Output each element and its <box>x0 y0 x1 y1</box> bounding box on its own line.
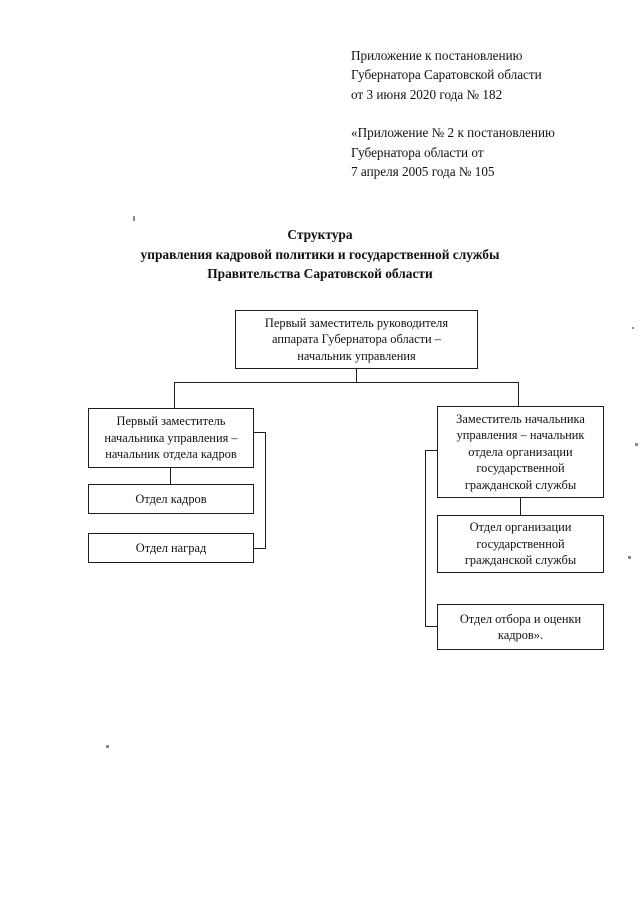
connector-right-bracket-top <box>425 450 437 451</box>
org-node-line: кадров». <box>497 628 544 642</box>
org-node-line: начальник отдела кадров <box>105 447 237 462</box>
scan-artifact <box>133 216 135 221</box>
scan-artifact <box>628 556 631 559</box>
connector-right-bracket-vertical <box>425 450 426 627</box>
org-node-line: Отдел организации <box>469 520 572 535</box>
header-line: Приложение к постановлению <box>351 48 523 63</box>
org-node-line: государственной <box>476 461 565 476</box>
page-title: Структура управления кадровой политики и… <box>0 225 640 284</box>
connector-left-bracket-vertical <box>265 432 266 549</box>
connector-left-head-to-department <box>170 468 171 484</box>
org-node-line: гражданской службы <box>464 477 577 492</box>
org-node-first-deputy-head-of-governor-staff: Первый заместитель руководителя аппарата… <box>235 310 478 369</box>
connector-drop-to-left-head <box>174 382 175 408</box>
org-node-line: отдела организации <box>468 444 573 459</box>
connector-right-head-to-department <box>520 498 521 515</box>
org-node-deputy-head-of-civil-service-division: Заместитель начальника управления – нача… <box>437 406 604 498</box>
connector-drop-to-right-head <box>518 382 519 406</box>
appendix-header-block: Приложение к постановлению Губернатора С… <box>351 46 621 181</box>
org-node-line: Первый заместитель руководителя <box>264 315 449 330</box>
org-node-civil-service-organization-division: Отдел организации государственной гражда… <box>437 515 604 573</box>
org-node-line: государственной <box>476 536 565 551</box>
header-paragraph-decree-2020: Приложение к постановлению Губернатора С… <box>351 46 621 104</box>
scan-artifact <box>632 327 634 329</box>
page-title-line: Правительства Саратовской области <box>207 266 433 282</box>
connector-left-bracket-bottom <box>254 548 266 549</box>
org-node-personnel-selection-and-assessment-division: Отдел отбора и оценки кадров». <box>437 604 604 650</box>
org-node-line: гражданской службы <box>464 553 577 568</box>
org-node-line: начальник управления <box>297 348 416 363</box>
header-line: от 3 июня 2020 года № 182 <box>351 86 503 102</box>
org-node-personnel-division: Отдел кадров <box>88 484 254 514</box>
org-node-line: Отдел отбора и оценки <box>459 611 582 626</box>
scan-artifact <box>106 745 109 748</box>
header-paragraph-decree-2005: «Приложение № 2 к постановлению Губернат… <box>351 123 621 181</box>
org-node-line: Отдел кадров <box>135 491 207 506</box>
connector-right-bracket-bottom <box>425 626 437 627</box>
header-line: 7 апреля 2005 года № 105 <box>351 164 495 180</box>
page-title-line: Структура <box>287 227 353 242</box>
header-line: Губернатора области от <box>351 144 484 160</box>
org-node-first-deputy-head-of-department: Первый заместитель начальника управления… <box>88 408 254 468</box>
header-line: Губернатора Саратовской области <box>351 67 542 83</box>
org-node-awards-division: Отдел наград <box>88 533 254 563</box>
scan-artifact <box>635 443 638 446</box>
connector-top-stem <box>356 369 357 383</box>
page-title-line: управления кадровой политики и государст… <box>140 246 500 262</box>
org-node-line: Отдел наград <box>135 540 207 555</box>
connector-top-distribution-bar <box>174 382 519 383</box>
header-line: «Приложение № 2 к постановлению <box>351 125 555 141</box>
org-node-line: Заместитель начальника <box>456 411 585 426</box>
org-node-line: аппарата Губернатора области – <box>272 332 441 347</box>
org-node-line: управления – начальник <box>456 428 585 443</box>
org-node-line: начальника управления – <box>104 430 238 445</box>
connector-left-bracket-top <box>254 432 266 433</box>
org-node-line: Первый заместитель <box>116 414 226 429</box>
